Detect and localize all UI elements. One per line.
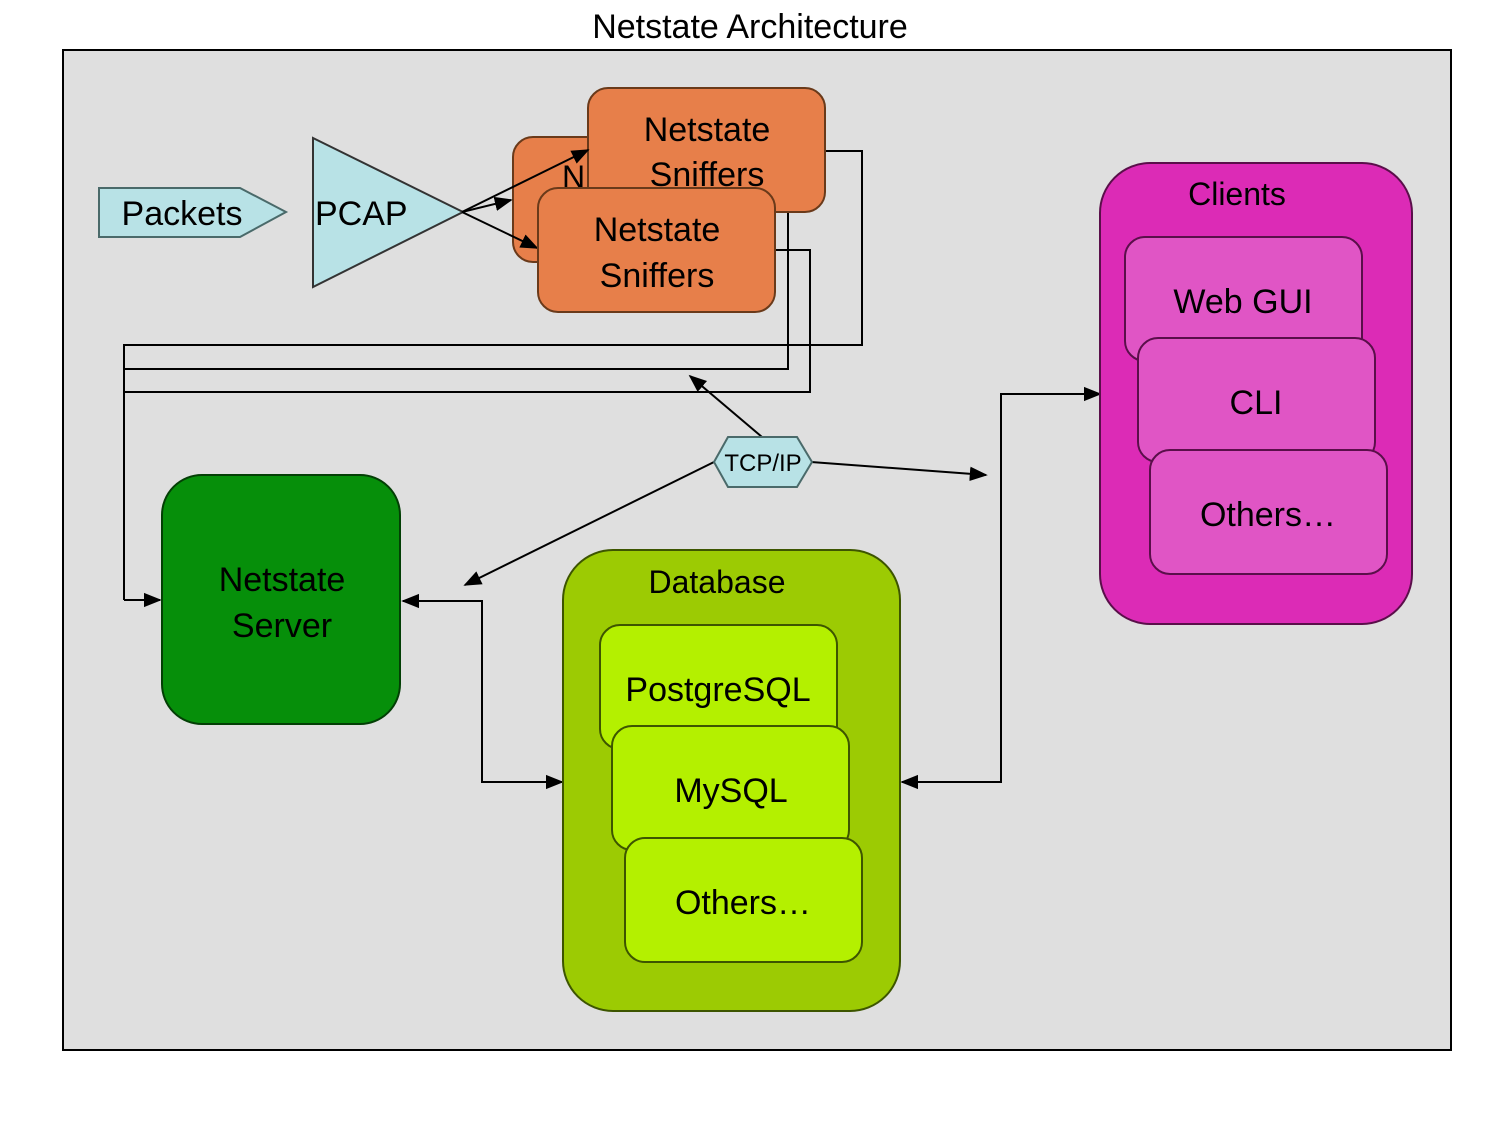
sniffer-front-label-line1: Netstate xyxy=(594,211,721,249)
tcpip-label: TCP/IP xyxy=(724,450,801,477)
clients-label: Clients xyxy=(1188,176,1286,212)
database-item-label: PostgreSQL xyxy=(625,671,810,709)
server-database-connector xyxy=(401,593,564,790)
connector-line xyxy=(124,213,789,370)
tcpip-node[interactable]: TCP/IP xyxy=(712,436,814,488)
clients-item-label: CLI xyxy=(1230,384,1283,422)
pcap-label: PCAP xyxy=(315,195,408,233)
connector-line xyxy=(401,593,564,790)
server-label-line1: Netstate xyxy=(219,561,346,599)
tcpip-shape xyxy=(712,436,814,488)
connector-line xyxy=(123,150,863,600)
sniffer-top-label-line1: Netstate xyxy=(644,111,771,149)
server-shape xyxy=(161,474,401,725)
clients-node[interactable]: Clients Web GUI CLI Others… xyxy=(1099,162,1413,625)
clients-item-cli[interactable]: CLI xyxy=(1137,337,1376,463)
database-node[interactable]: Database PostgreSQL MySQL Others… xyxy=(562,549,901,1012)
database-item-label: MySQL xyxy=(674,772,787,810)
database-item-shape xyxy=(624,837,863,963)
tcpip-to-sniffers-arrow xyxy=(688,374,763,438)
sniffer-back-label: N xyxy=(562,159,585,195)
packets-shape xyxy=(98,187,289,238)
pcap-arrow xyxy=(461,149,590,213)
connector-line xyxy=(900,386,1102,790)
clients-item-label: Others… xyxy=(1200,496,1336,534)
database-item-label: Others… xyxy=(675,884,811,922)
pcap-sniffer-arrows xyxy=(461,149,590,249)
database-item-mysql[interactable]: MySQL xyxy=(611,725,850,851)
diagram-title: Netstate Architecture xyxy=(592,8,908,46)
server-node[interactable]: Netstate Server xyxy=(161,474,401,725)
server-label-line2: Server xyxy=(232,607,332,645)
pcap-node[interactable]: PCAP xyxy=(312,136,466,289)
sniffer-front-shape xyxy=(537,187,776,313)
database-item-others[interactable]: Others… xyxy=(624,837,863,963)
database-item-postgresql[interactable]: PostgreSQL xyxy=(599,624,838,750)
pcap-shape xyxy=(312,136,466,289)
database-label: Database xyxy=(649,564,786,600)
sniffer-server-connectors xyxy=(123,150,863,608)
sniffer-front-node[interactable]: Netstate Sniffers xyxy=(537,187,776,313)
connector-line xyxy=(124,249,811,393)
clients-item-shape xyxy=(1149,449,1388,575)
pcap-arrow xyxy=(461,211,539,249)
packets-label: Packets xyxy=(122,195,243,233)
pcap-arrow xyxy=(461,196,513,213)
clients-item-others[interactable]: Others… xyxy=(1149,449,1388,575)
sniffer-front-label-line2: Sniffers xyxy=(600,257,715,295)
packets-node[interactable]: Packets xyxy=(98,187,289,238)
clients-item-label: Web GUI xyxy=(1173,283,1312,321)
clients-database-connector xyxy=(900,386,1102,790)
tcpip-to-server-arrow xyxy=(463,461,715,586)
